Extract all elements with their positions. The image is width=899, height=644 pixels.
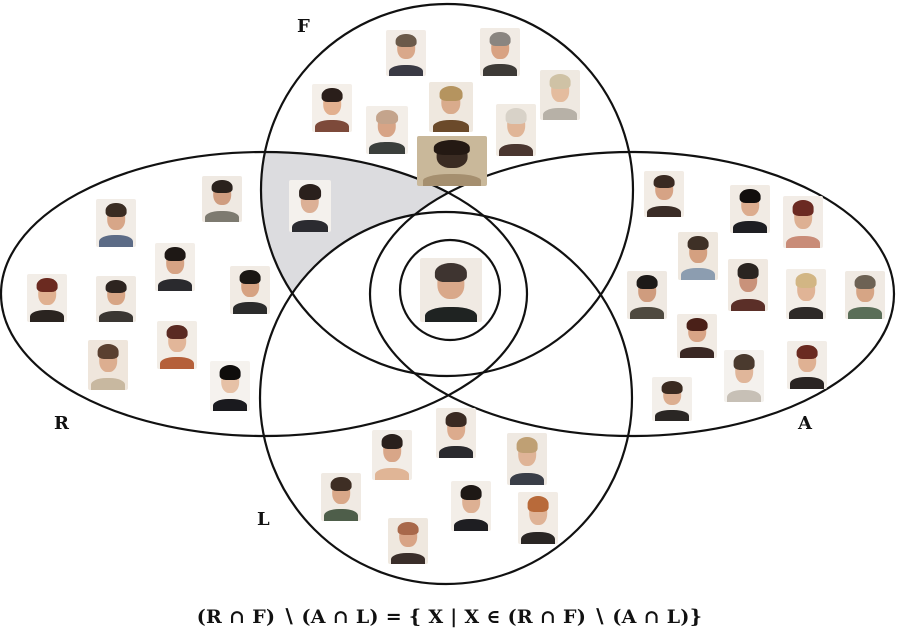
portrait-r-6 [230, 266, 270, 314]
portrait-r-3 [155, 243, 195, 291]
portrait-center [420, 258, 482, 322]
photo-dog [417, 136, 487, 186]
portrait-l-3 [507, 433, 547, 485]
portrait-a-10 [652, 377, 692, 421]
portrait-f-4 [429, 82, 473, 132]
portrait-a-8 [845, 271, 885, 319]
set-a-ellipse [368, 150, 896, 438]
portrait-l-7 [388, 518, 428, 564]
label-f: F [297, 16, 310, 37]
portrait-r-2 [202, 176, 242, 222]
set-l-circle [258, 210, 634, 586]
portrait-r-7 [88, 340, 128, 390]
portrait-a-12 [787, 341, 827, 389]
label-a: A [798, 413, 812, 434]
portrait-f-3 [312, 84, 352, 132]
portrait-l-2 [436, 408, 476, 458]
portrait-a-4 [678, 232, 718, 280]
set-formula: (R ∩ F) ∖ (A ∩ L) = { X | X ∈ (R ∩ F) ∖ … [196, 606, 703, 628]
portrait-l-4 [321, 473, 361, 521]
portrait-r-4 [27, 274, 67, 322]
portrait-f-2 [480, 28, 520, 76]
portrait-rf-1 [289, 180, 331, 232]
portrait-f-6 [496, 104, 536, 156]
portrait-a-5 [627, 271, 667, 319]
portrait-a-3 [783, 196, 823, 248]
portrait-l-6 [518, 492, 558, 544]
label-r: R [54, 413, 69, 434]
inner-center-circle [398, 238, 502, 342]
portrait-a-1 [644, 171, 684, 217]
portrait-a-7 [786, 269, 826, 319]
portrait-a-2 [730, 185, 770, 233]
portrait-r-9 [210, 361, 250, 411]
portrait-a-9 [677, 314, 717, 358]
portrait-f-1 [386, 30, 426, 76]
portrait-a-11 [724, 350, 764, 402]
portrait-l-5 [451, 481, 491, 531]
portrait-r-1 [96, 199, 136, 247]
set-f-circle [259, 2, 635, 378]
portrait-a-6 [728, 259, 768, 311]
portrait-f-7 [540, 70, 580, 120]
portrait-l-1 [372, 430, 412, 480]
portrait-r-5 [96, 276, 136, 322]
portrait-f-5 [366, 106, 408, 154]
venn-shapes [0, 2, 896, 586]
portrait-r-8 [157, 321, 197, 369]
label-l: L [257, 509, 270, 530]
